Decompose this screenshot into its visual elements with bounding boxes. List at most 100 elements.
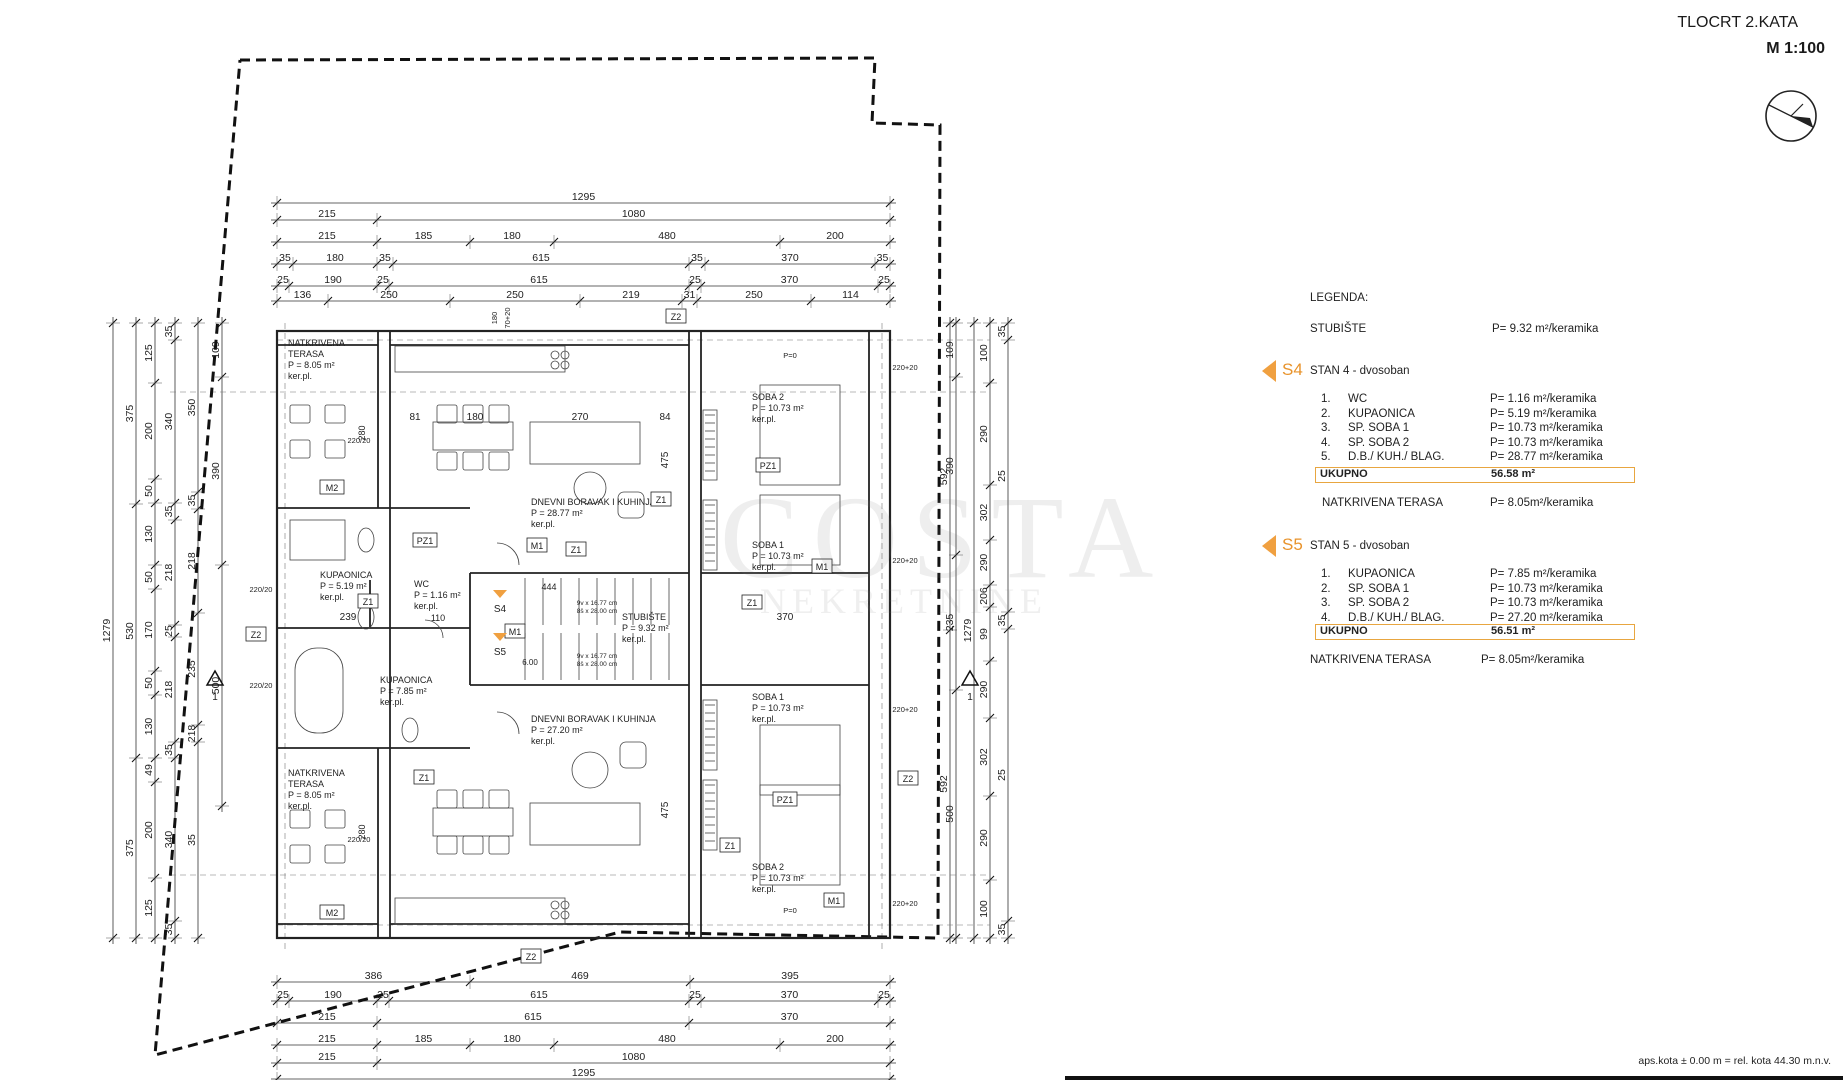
top-dim: 215 [318, 230, 336, 242]
left-dim: 375 [124, 405, 136, 423]
staircase-text: STUBIŠTE [622, 612, 666, 622]
bottom-dim: 469 [571, 970, 589, 982]
left-dim: 170 [143, 621, 155, 639]
interior-dim: 84 [659, 412, 671, 423]
armchair [619, 741, 647, 769]
top-dim: 35 [379, 252, 391, 264]
door-tag-pz1-box [755, 457, 781, 473]
door-tag-m1-box [823, 892, 845, 908]
chair [488, 835, 510, 855]
right-dim: 109 [944, 341, 956, 359]
terrace-bottom-text: TERASA [288, 779, 324, 789]
s4-item-label: KUPAONICA [1348, 407, 1415, 420]
door-tag-pz1-box [772, 791, 798, 807]
window-size-note: 220/20 [250, 681, 273, 690]
coffee-table [571, 751, 609, 789]
walls [153, 56, 980, 1057]
top-dim: 1080 [622, 208, 646, 220]
right-dim: 99 [978, 628, 990, 640]
bed [759, 494, 841, 566]
hob [550, 360, 560, 370]
interior-dim: 239 [340, 612, 357, 623]
window-tag-z1: Z1 [419, 773, 430, 783]
chair [488, 404, 510, 424]
bathroom-s4-text: ker.pl. [320, 592, 344, 602]
living-room-s5-text: P = 27.20 m² [531, 725, 583, 735]
sofa [529, 802, 641, 846]
door-tag-m2: M2 [326, 908, 339, 918]
s5-terrace-label: NATKRIVENA TERASA [1310, 654, 1431, 666]
right-dim: 25 [996, 769, 1008, 781]
wc-s4-text: ker.pl. [414, 601, 438, 611]
bottom-dim: 25 [689, 989, 701, 1001]
bed [759, 784, 841, 886]
coffee-table [573, 471, 607, 505]
s5-total-label: UKUPNO [1320, 625, 1368, 637]
s5-item-n: 2. [1321, 582, 1331, 595]
dining-table [432, 421, 514, 451]
chair [436, 404, 458, 424]
interior-dim: 444 [541, 582, 556, 592]
bedroom-1-top-text: P = 10.73 m² [752, 551, 804, 561]
s5-total-box: UKUPNO 56.51 m² [1315, 624, 1635, 640]
interior-dim: 475 [660, 801, 671, 818]
left-dim-total: 1279 [101, 619, 113, 643]
chair [436, 835, 458, 855]
living-room-s4-text: ker.pl. [531, 519, 555, 529]
bedroom-1-bottom-text: SOBA 1 [752, 692, 784, 702]
right-dim: 290 [978, 681, 990, 699]
bedroom-1-top-text: ker.pl. [752, 562, 776, 572]
left-dim: 109 [210, 341, 222, 359]
top-dim: 35 [279, 252, 291, 264]
window-tag-z2-box [520, 948, 542, 964]
furniture [289, 345, 841, 925]
door-tag-m1-box [811, 558, 833, 574]
stair-note: 8š x 28.00 cm [577, 608, 617, 615]
s4-terrace-value: P= 8.05m²/keramika [1490, 497, 1594, 509]
left-dim: 218 [163, 564, 175, 582]
interior-dim: 475 [660, 451, 671, 468]
s4-total-box: UKUPNO 56.58 m² [1315, 467, 1635, 483]
bedroom-2-top-text: ker.pl. [752, 414, 776, 424]
left-dim: 218 [163, 681, 175, 699]
bottom-dim: 200 [826, 1033, 844, 1045]
bottom-dim: 386 [365, 970, 383, 982]
bedroom-1-bottom-text: P = 10.73 m² [752, 703, 804, 713]
top-dim: 615 [530, 274, 548, 286]
bedroom-2-top-text: SOBA 2 [752, 392, 784, 402]
right-dim: 290 [978, 425, 990, 443]
bedroom-2-bottom-text: P = 10.73 m² [752, 873, 804, 883]
s4-item-label: SP. SOBA 1 [1348, 422, 1410, 434]
entry-arrow-icon [493, 590, 507, 598]
chair [324, 439, 346, 459]
bathroom-s5-text: KUPAONICA [380, 675, 432, 685]
left-dim: 50 [143, 485, 155, 497]
right-dim: 35 [996, 615, 1008, 627]
window-tag-z1: Z1 [747, 598, 758, 608]
window-tag-z1: Z1 [363, 597, 374, 607]
interior-dim: 270 [572, 412, 589, 423]
chair [488, 451, 510, 471]
chair [289, 844, 311, 864]
left-dim: 35 [163, 506, 175, 518]
legend-stubiste-value: P= 9.32 m²/keramika [1492, 323, 1599, 335]
s4-item-n: 2. [1321, 407, 1331, 420]
top-dim: 250 [745, 289, 763, 301]
right-dim: 206 [978, 587, 990, 605]
left-dim: 218 [186, 725, 198, 743]
bed [759, 384, 841, 486]
dining-table [432, 807, 514, 837]
s4-terrace-label: NATKRIVENA TERASA [1322, 497, 1443, 509]
top-dim: 370 [781, 252, 799, 264]
wardrobe [702, 499, 718, 571]
window-sill-note: P=0 [783, 906, 797, 915]
door-tag-pz1-box [412, 532, 438, 548]
left-dim: 125 [143, 899, 155, 917]
chair [462, 451, 484, 471]
right-dim: 592 [938, 468, 950, 486]
window-size-note: 220/20 [348, 436, 371, 445]
left-dim: 35 [163, 924, 175, 936]
chair [289, 809, 311, 829]
